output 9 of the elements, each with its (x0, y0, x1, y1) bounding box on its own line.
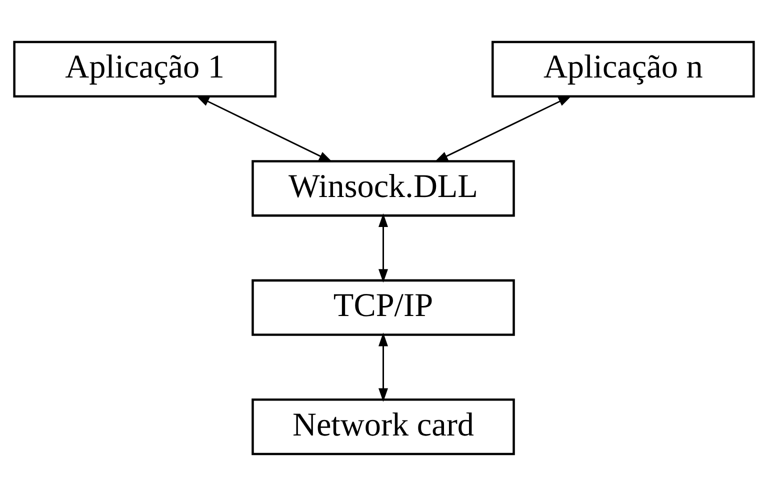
node-box: Aplicação n (492, 40, 755, 97)
arrow (378, 212, 388, 282)
node-box: Aplicação 1 (13, 40, 276, 97)
node-box: Network card (252, 398, 515, 455)
node-box: Winsock.DLL (252, 160, 515, 216)
arrow (434, 95, 572, 162)
arrow (378, 332, 388, 402)
node-box: TCP/IP (252, 278, 515, 336)
arrow (196, 94, 333, 162)
